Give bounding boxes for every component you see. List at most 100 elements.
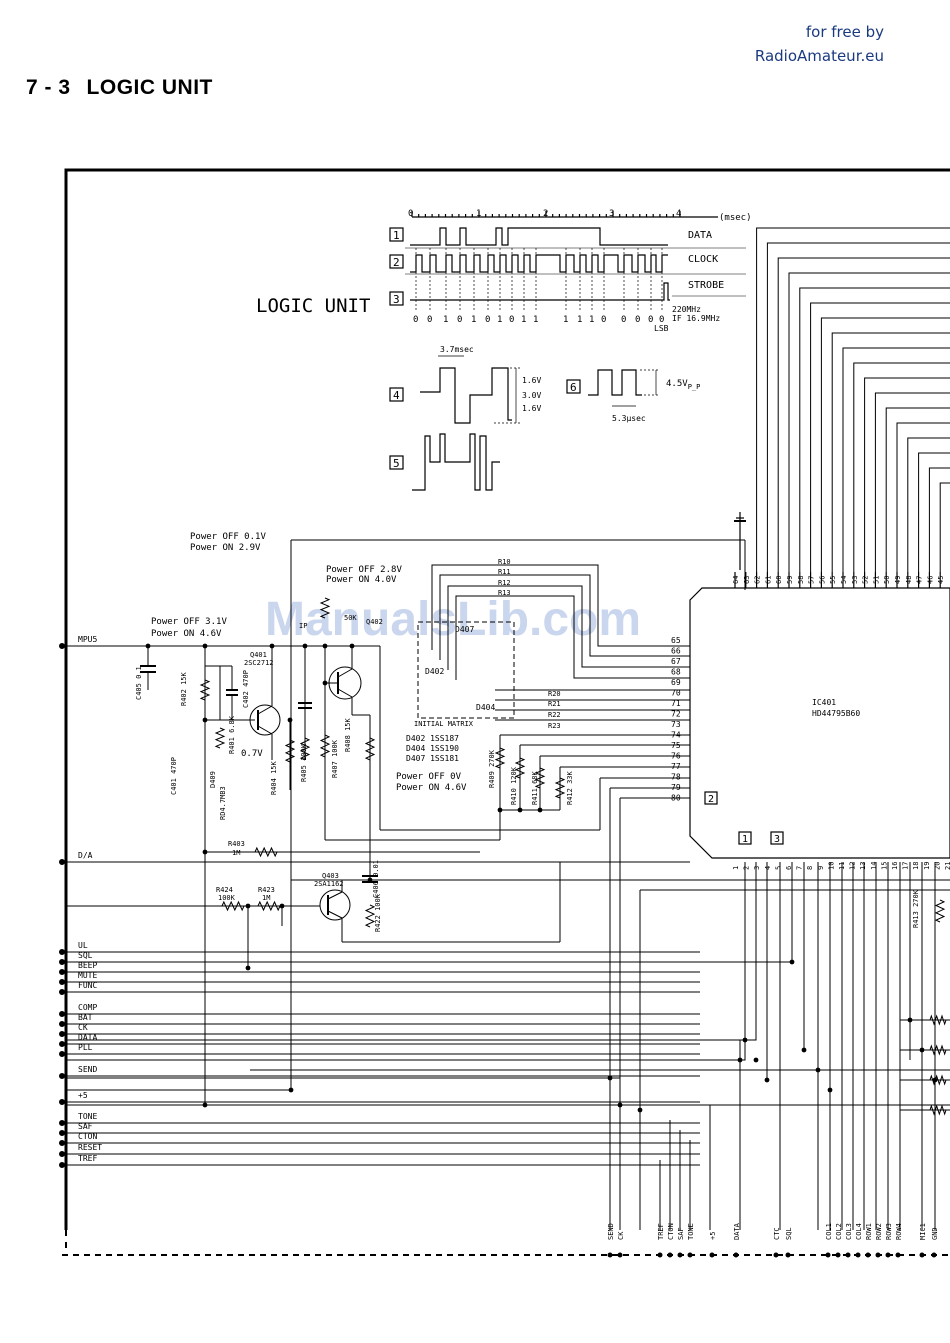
ic-top-pin: 64 [732,576,740,584]
ic-top-pin: 51 [872,576,880,584]
r21-label: R21 [548,700,561,708]
ic-bottom-pin: 19 [923,862,931,870]
ic-bottom-pin: 8 [806,866,814,870]
bottom-bus-label: COL1 [825,1223,833,1240]
ic-bottom-pin: 15 [880,862,888,870]
r402-label: R402 15K [180,671,188,706]
c406-label: C406 0.01 [372,860,380,898]
bit-label: 0 [457,315,462,325]
bit-label: 1 [533,315,538,325]
marker-4: 4 [393,389,400,402]
r423-label: R423 [258,886,275,894]
left-bus-label: SEND [78,1065,97,1074]
bit-label: 0 [509,315,514,325]
left-bus-label: MUTE [78,971,97,980]
watermark: ManualsLib.com [265,593,641,646]
ic-bottom-pin: 13 [859,862,867,870]
ic-bottom-pin: 20 [933,862,941,870]
note1-on: Power ON 2.9V [190,543,261,553]
ic-top-pin: 62 [754,576,762,584]
bottom-bus-label: COL2 [835,1223,843,1240]
d407-label: D407 [455,625,474,634]
ruler-tick-1: 1 [476,209,481,219]
section-title: LOGIC UNIT [86,76,213,99]
ic-top-pin: 47 [916,576,924,584]
ic-bottom-pin: 17 [902,862,910,870]
bit-label: 0 [659,315,664,325]
credit-block: for free by RadioAmateur.eu [755,20,884,68]
ic-left-pin: 69 [671,678,681,687]
ic-bottom-pin: 4 [764,866,772,870]
ic-left-pin: 78 [671,773,681,782]
ic-left-pin: 70 [671,689,681,698]
c405-label: C405 0.1 [135,666,143,700]
r13-label: R13 [498,589,511,597]
ruler-tick-3: 3 [609,209,614,219]
r405-label: R405 100K [300,743,308,782]
left-bus-label: COMP [78,1003,97,1012]
junction-dots [145,643,938,1113]
bottom-bus-label: SEND [607,1223,615,1240]
ic-top-pin: 60 [775,576,783,584]
bottom-bus-label: TREF [657,1223,665,1240]
logic-unit-label: LOGIC UNIT [256,295,370,317]
ic-bottom-pin: 10 [827,862,835,870]
lsb-note: LSB [654,324,669,333]
q401-voltage: 0.7V [241,749,263,759]
ruler-tick-4: 4 [676,209,681,219]
w6-period: 5.3μsec [612,414,646,423]
ic-top-pin: 54 [840,576,848,584]
left-bus-label: RESET [78,1143,102,1152]
c401-label: C401 470P [170,757,178,795]
bit-label: 0 [413,315,418,325]
marker-1-ic: 1 [742,834,748,845]
ic-left-pin: 68 [671,668,681,677]
left-bus-label: BAT [78,1013,93,1022]
ic-top-pin: 58 [797,576,805,584]
bottom-bus-label: SQL [785,1227,793,1240]
w4-level-2: 3.0V [522,391,541,400]
ic-left-pin: 73 [671,720,681,729]
bottom-bus-label: COL3 [845,1223,853,1240]
section-number: 7 - 3 [26,76,71,99]
ic-bottom-pin: 3 [753,866,761,870]
note2-off: Power OFF 2.8V [326,565,402,575]
left-bus-label: DATA [78,1033,97,1042]
ic-bottom-pin: 14 [870,862,878,870]
d409-label: D409 [209,771,217,788]
data-waveform [410,227,668,246]
bit-label: 1 [563,315,568,325]
timing-diagram: 0 1 2 3 4 (msec) 1 2 3 LOGIC UNIT DATA C… [256,209,752,491]
r20-label: R20 [548,690,561,698]
left-bus-label: UL [78,941,88,950]
marker-3: 3 [393,293,400,306]
r404-label: R404 15K [270,760,278,795]
ic-top-pin: 52 [862,576,870,584]
circuit-wiring [66,539,950,1230]
signal-clock-label: CLOCK [688,254,718,265]
left-bus-label: MPU5 [78,635,97,644]
ic-left-pin: 65 [671,636,681,645]
ruler-tick-0: 0 [408,209,413,219]
ic-top-pin: 59 [786,576,794,584]
bit-label: 0 [635,315,640,325]
credit-link[interactable]: RadioAmateur.eu [754,47,884,65]
r401-label: R401 6.8K [228,715,236,754]
ic-top-pin: 49 [894,576,902,584]
left-bus-label: TREF [78,1154,97,1163]
ruler-unit: (msec) [719,213,752,223]
bit-label: 1 [577,315,582,325]
signal-strobe-label: STROBE [688,280,724,291]
r410-label: R410 120K [510,766,518,805]
ic-top-pin: 55 [829,576,837,584]
ic-bottom-pin: 6 [785,866,793,870]
clock-waveform [410,254,668,273]
note3-off: Power OFF 3.1V [151,617,227,627]
left-bus-label: BEEP [78,961,97,970]
marker-3-ic: 3 [774,834,780,845]
r23-label: R23 [548,722,561,730]
if-note: IF 16.9MHz [672,314,720,323]
bottom-bus-label: ROW3 [885,1223,893,1240]
bit-label: 0 [427,315,432,325]
